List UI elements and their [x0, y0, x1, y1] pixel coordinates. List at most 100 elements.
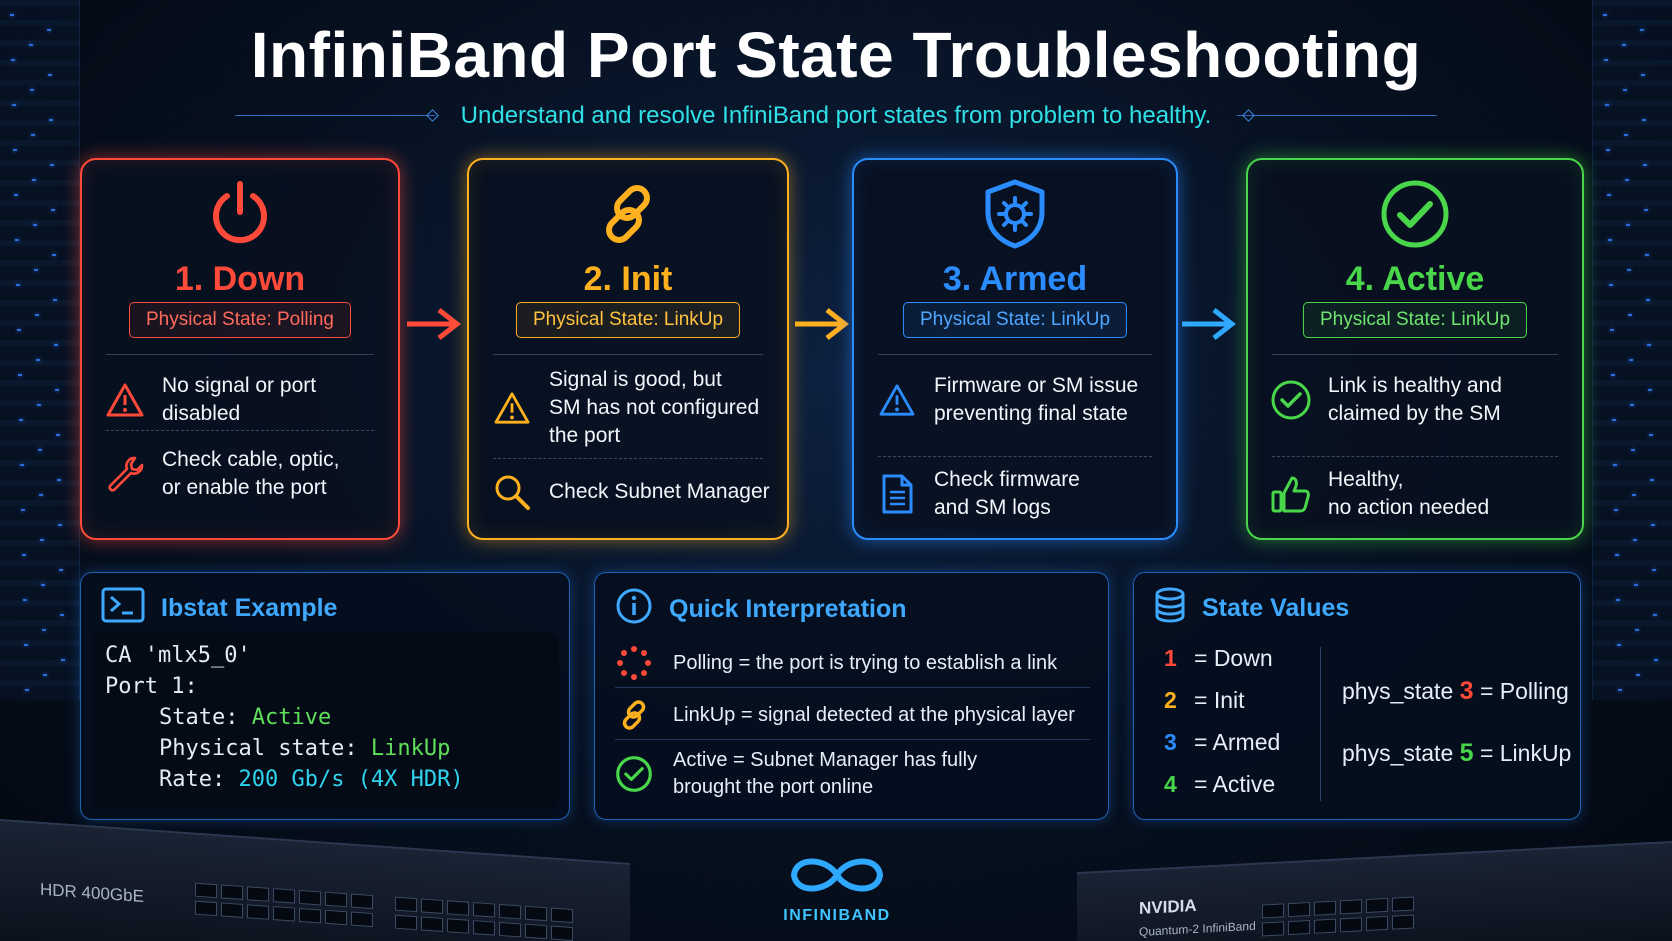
interpretation-text-line: Active = Subnet Manager has fully — [673, 749, 978, 771]
switch-port — [325, 909, 347, 926]
rack-led — [1622, 44, 1626, 46]
switch-port — [299, 889, 321, 906]
switch-port — [351, 911, 373, 928]
switch-port — [325, 891, 347, 908]
rack-led — [1610, 329, 1614, 331]
subtitle-line-left — [235, 115, 435, 116]
rack-led — [1640, 29, 1644, 31]
wrench-icon — [104, 454, 146, 494]
network-switch-left: HDR 400GbE — [0, 819, 630, 941]
check-circle-icon — [1270, 379, 1312, 421]
rack-led — [58, 524, 62, 526]
state-card-armed: 3. Armed Physical State: LinkUp Firmware… — [852, 158, 1178, 540]
rack-led — [1624, 134, 1628, 136]
rack-led — [1604, 59, 1608, 61]
rack-led — [32, 179, 36, 181]
interpretation-text: LinkUp = signal detected at the physical… — [673, 703, 1075, 726]
phys-state-key: phys_state — [1342, 740, 1454, 766]
terminal-value: Active — [251, 705, 332, 730]
rack-led — [1612, 419, 1616, 421]
action-text-line: Check firmware — [934, 468, 1080, 491]
phys-state-key: phys_state — [1342, 678, 1454, 704]
switch-port — [299, 907, 321, 924]
document-icon — [876, 473, 918, 515]
rack-led — [1631, 449, 1635, 451]
switch-port — [421, 898, 443, 914]
switch-port — [473, 902, 495, 918]
rack-led — [39, 494, 43, 496]
rack-led — [1607, 194, 1611, 196]
rack-led — [59, 569, 63, 571]
state-name: 1. Down — [174, 260, 306, 298]
switch-port — [551, 925, 573, 941]
switch-port — [273, 888, 295, 904]
switch-port — [1288, 901, 1310, 918]
terminal-icon — [101, 587, 145, 630]
state-name: 3. Armed — [942, 260, 1088, 298]
divider — [615, 687, 1090, 688]
switch-port — [1262, 903, 1284, 919]
rack-led — [1644, 209, 1648, 211]
divider — [878, 354, 1152, 355]
switch-port — [447, 918, 469, 934]
server-rack-right — [1592, 0, 1672, 700]
subtitle-line-right — [1237, 115, 1437, 116]
rack-led — [1614, 509, 1618, 511]
switch-port — [1366, 915, 1388, 932]
page-subtitle: Understand and resolve InfiniBand port s… — [460, 102, 1212, 129]
interpretation-row: LinkUp = signal detected at the physical… — [615, 697, 1090, 733]
rack-led — [50, 164, 54, 166]
issue-text-line: Firmware or SM issue — [934, 374, 1139, 397]
info-icon — [615, 587, 653, 632]
issue-text-line: Signal is good, but — [549, 368, 722, 391]
phys-state-row: phys_state 3 = Polling — [1342, 677, 1569, 706]
rack-led — [1626, 224, 1630, 226]
rack-led — [1642, 119, 1646, 121]
rack-led — [51, 209, 55, 211]
switch-port — [195, 882, 217, 899]
check-circle-icon — [1248, 178, 1582, 250]
switch-port — [1314, 900, 1336, 916]
rack-led — [1625, 179, 1629, 181]
terminal-key: Physical state: — [159, 736, 371, 761]
switch-port — [247, 886, 269, 902]
rack-led — [38, 449, 42, 451]
infiniband-logo: INFINIBAND — [773, 852, 901, 925]
issue-row: No signal or port disabled — [104, 372, 384, 428]
rack-led — [1615, 554, 1619, 556]
rack-led — [22, 554, 26, 556]
arrow-right-icon — [405, 306, 462, 347]
issue-text-line: claimed by the SM — [1328, 402, 1501, 425]
state-value-row: 4= Active — [1164, 771, 1275, 798]
state-label: = Init — [1194, 687, 1245, 713]
switch-ports — [395, 896, 573, 941]
state-label: = Down — [1194, 645, 1273, 671]
dashed-divider — [878, 456, 1152, 457]
rack-led — [47, 29, 51, 31]
rack-led — [1632, 494, 1636, 496]
action-text-line: no action needed — [1328, 496, 1490, 519]
panel-title: State Values — [1202, 594, 1350, 622]
rack-led — [1645, 254, 1649, 256]
terminal-value: 200 Gb/s (4X HDR) — [238, 767, 464, 792]
phys-state-label: = Polling — [1479, 678, 1569, 704]
state-value-row: 2= Init — [1164, 687, 1245, 714]
interpretation-text: Polling = the port is trying to establis… — [673, 651, 1058, 674]
phys-state-row: phys_state 5 = LinkUp — [1342, 739, 1571, 768]
switch-port — [1366, 897, 1388, 914]
rack-led — [13, 149, 17, 151]
rack-led — [20, 464, 24, 466]
switch-label: HDR 400GbE — [40, 879, 144, 907]
rack-led — [1611, 374, 1615, 376]
rack-led — [60, 614, 64, 616]
state-card-down: 1. Down Physical State: Polling No signa… — [80, 158, 400, 540]
rack-led — [1652, 569, 1656, 571]
state-value-row: 1= Down — [1164, 645, 1273, 672]
dashed-divider — [493, 458, 763, 459]
rack-led — [36, 359, 40, 361]
switch-port — [1288, 919, 1310, 936]
switch-port — [247, 904, 269, 920]
rack-led — [48, 74, 52, 76]
rack-led — [16, 284, 20, 286]
